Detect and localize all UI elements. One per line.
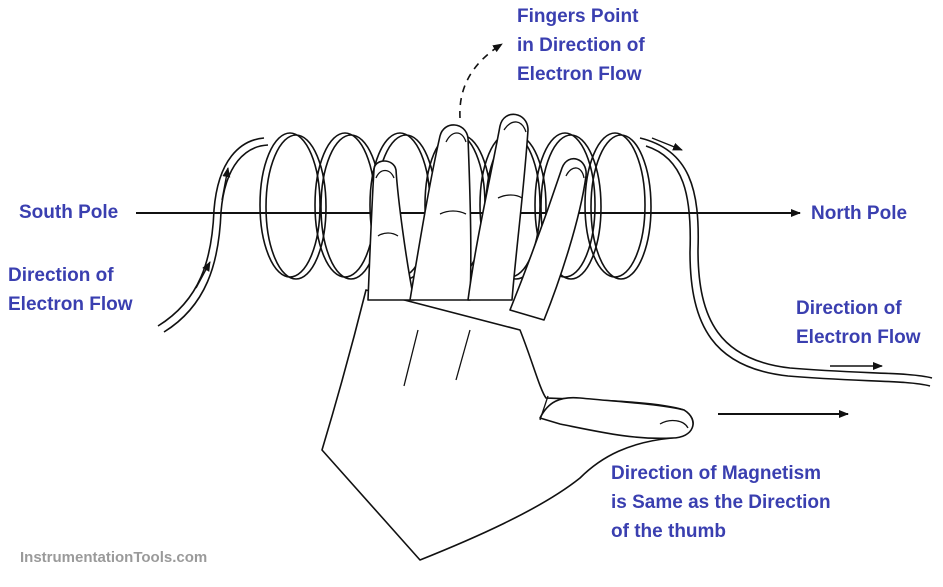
hand-details xyxy=(375,121,689,429)
right-lead-wire xyxy=(639,137,933,387)
coil-loop xyxy=(265,134,327,280)
coil-loop xyxy=(584,132,646,278)
electron-flow-arrow-right-top xyxy=(651,137,683,151)
north-pole-label: North Pole xyxy=(811,203,908,224)
finger-direction-arrow xyxy=(459,43,503,119)
watermark: InstrumentationTools.com xyxy=(20,549,208,566)
coil-loop xyxy=(259,132,321,278)
fingers-point-label: Fingers Point in Direction of Electron F… xyxy=(517,6,645,85)
electron-flow-right-label: Direction of Electron Flow xyxy=(796,298,921,348)
coil-loop xyxy=(590,134,652,280)
left-lead-wire xyxy=(157,137,269,333)
electron-flow-left-label: Direction of Electron Flow xyxy=(8,265,133,315)
electron-flow-arrow-left-2 xyxy=(221,167,231,201)
right-hand xyxy=(321,113,694,561)
south-pole-label: South Pole xyxy=(19,202,119,223)
coil-loop xyxy=(314,132,376,278)
magnetism-label: Direction of Magnetism is Same as the Di… xyxy=(611,463,831,542)
coil-loop xyxy=(540,134,602,280)
electron-flow-arrow-left-1 xyxy=(195,261,211,289)
